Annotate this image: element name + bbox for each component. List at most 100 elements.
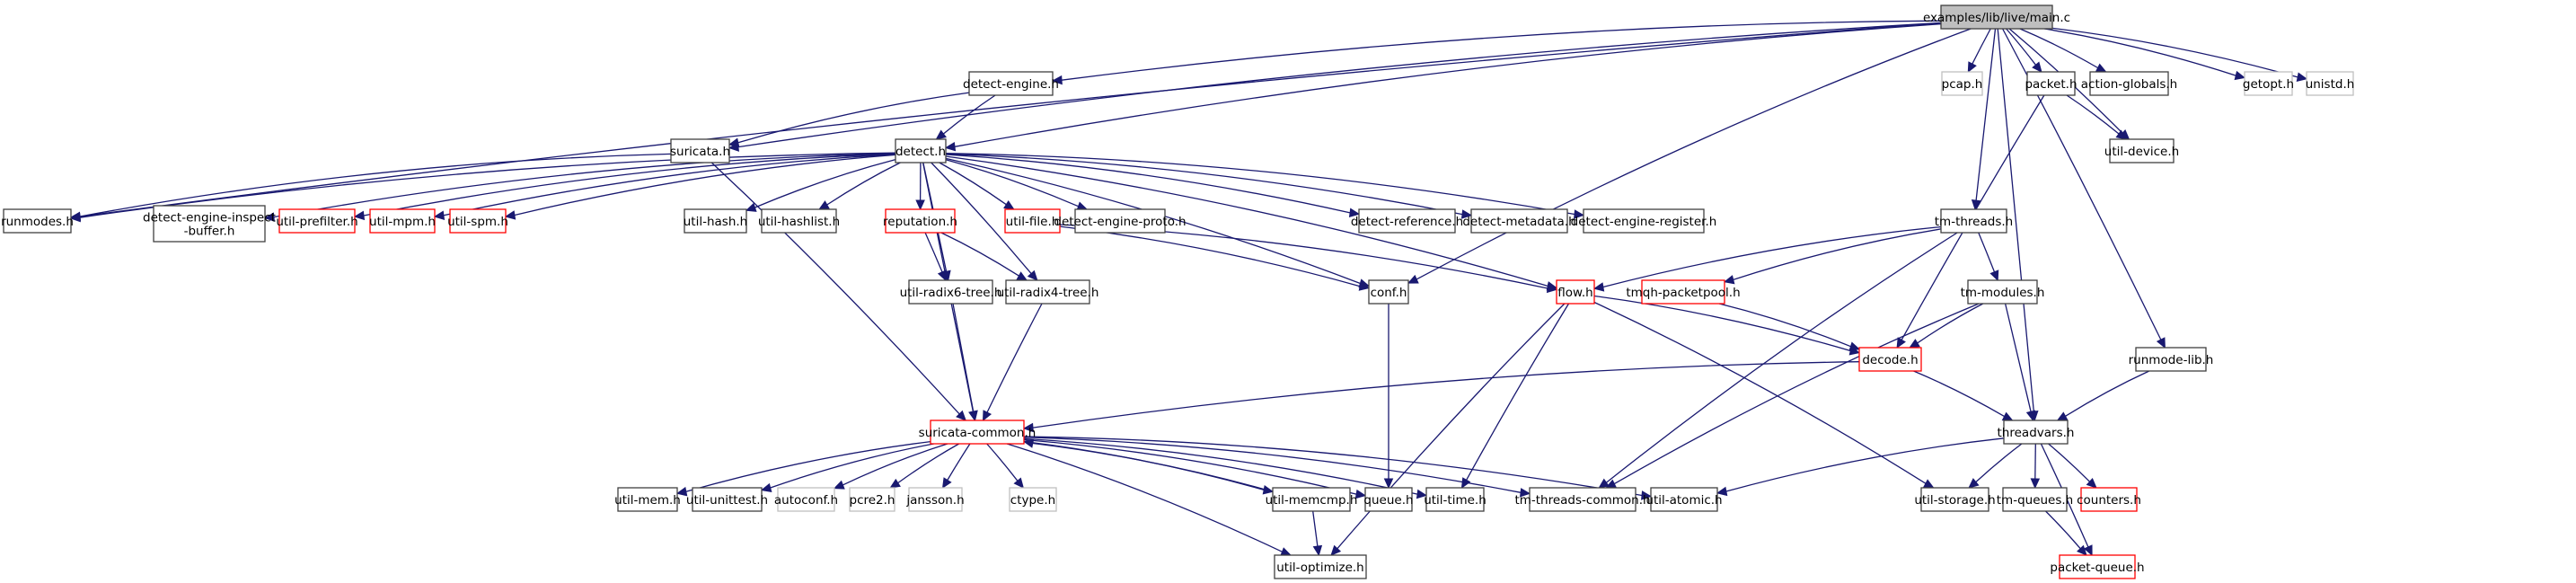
node-main[interactable]: examples/lib/live/main.c <box>1923 4 2070 30</box>
node-suricata-common[interactable]: suricata-common.h <box>919 420 1037 445</box>
arrowhead-icon <box>728 137 740 147</box>
node-action-globals[interactable]: action-globals.h <box>2081 71 2177 96</box>
node-util-hashlist[interactable]: util-hashlist.h <box>758 208 840 234</box>
arrowhead-icon <box>818 200 830 210</box>
node-deib[interactable]: detect-engine-inspect-buffer.h <box>143 205 276 243</box>
node-packet-queue[interactable]: packet-queue.h <box>2050 554 2145 579</box>
node-dref[interactable]: detect-reference.h <box>1351 208 1463 234</box>
node-util-spm[interactable]: util-spm.h <box>447 208 508 234</box>
node-label: util-hash.h <box>684 215 748 229</box>
node-pcap: pcap.h <box>1941 71 1983 96</box>
node-box <box>617 487 678 512</box>
arrowhead-icon <box>968 410 978 422</box>
edge-line <box>2065 370 2150 417</box>
node-util-unittest[interactable]: util-unittest.h <box>686 487 768 512</box>
node-tm-threads[interactable]: tm-threads.h <box>1935 208 2013 234</box>
node-util-mem[interactable]: util-mem.h <box>614 487 681 512</box>
node-reputation[interactable]: reputation.h <box>883 208 957 234</box>
node-detect-engine[interactable]: detect-engine.h <box>963 71 1059 96</box>
node-label: action-globals.h <box>2081 77 2177 92</box>
node-box <box>278 208 356 234</box>
arrowhead-icon <box>1348 208 1361 217</box>
node-dep[interactable]: detect-engine-proto.h <box>1054 208 1187 234</box>
node-box <box>777 487 835 512</box>
node-tm-threads-common[interactable]: tm-threads-common.h <box>1514 487 1651 512</box>
node-box <box>2003 420 2069 445</box>
node-label: util-prefilter.h <box>276 215 357 229</box>
edge-threadvars-to-tm_queues <box>2030 443 2041 490</box>
node-util-optimize[interactable]: util-optimize.h <box>1274 554 1367 579</box>
node-decode[interactable]: decode.h <box>1858 347 1922 372</box>
edge-conf-to-queue <box>1383 304 1394 490</box>
node-label: flow.h <box>1557 286 1592 300</box>
node-queue[interactable]: queue.h <box>1363 487 1414 512</box>
node-label: getopt.h <box>2243 77 2294 92</box>
node-label: counters.h <box>2077 493 2141 508</box>
edge-line <box>1593 295 1851 352</box>
node-flow[interactable]: flow.h <box>1556 279 1595 305</box>
edge-line <box>2048 443 2090 482</box>
node-radix4[interactable]: util-radix4-tree.h <box>997 279 1099 305</box>
node-packet[interactable]: packet.h <box>2025 71 2078 96</box>
edge-line <box>737 92 970 144</box>
nodes-layer: examples/lib/live/main.c detect-engine.h s… <box>1 4 2355 579</box>
node-label: threadvars.h <box>1998 426 2075 440</box>
node-runmodes[interactable]: runmodes.h <box>1 208 74 234</box>
node-runmode-lib[interactable]: runmode-lib.h <box>2129 347 2214 372</box>
arrowhead-icon <box>1027 269 1038 281</box>
node-box <box>1967 279 2038 305</box>
node-label: unistd.h <box>2306 77 2355 92</box>
arrowhead-icon <box>760 482 772 493</box>
arrowhead-icon <box>433 210 446 221</box>
node-box <box>449 208 507 234</box>
node-dmeta[interactable]: detect-metadata.h <box>1462 208 1576 234</box>
node-util-time[interactable]: util-time.h <box>1424 487 1486 512</box>
node-box <box>1274 554 1367 579</box>
edge-main-to-getopt <box>2043 28 2246 81</box>
node-util-mpm[interactable]: util-mpm.h <box>369 208 436 234</box>
node-threadvars[interactable]: threadvars.h <box>1998 420 2075 445</box>
edge-line <box>1605 232 1958 483</box>
node-util-hash[interactable]: util-hash.h <box>684 208 748 234</box>
node-jansson: jansson.h <box>905 487 965 512</box>
node-dreg[interactable]: detect-engine-register.h <box>1571 208 1717 234</box>
arrowhead-icon <box>675 486 688 497</box>
node-box <box>1641 279 1725 305</box>
node-counters[interactable]: counters.h <box>2077 487 2141 512</box>
node-radix6[interactable]: util-radix6-tree.h <box>900 279 1002 305</box>
node-suricata[interactable]: suricata.h <box>670 138 730 163</box>
node-util-atomic[interactable]: util-atomic.h <box>1645 487 1723 512</box>
edge-line <box>2051 27 2298 78</box>
node-label: detect-engine-register.h <box>1571 215 1717 229</box>
edge-main-to-runmodes <box>69 22 1942 222</box>
node-util-memcmp[interactable]: util-memcmp.h <box>1266 487 1358 512</box>
node-label: ctype.h <box>1010 493 1055 508</box>
node-util-file[interactable]: util-file.h <box>1004 208 1061 234</box>
edge-suricata_common-to-util_atomic <box>1023 436 1653 500</box>
node-label: packet-queue.h <box>2050 561 2144 575</box>
node-util-device[interactable]: util-device.h <box>2104 138 2179 163</box>
edge-tm_modules-to-decode <box>1909 303 1984 349</box>
node-util-prefilter[interactable]: util-prefilter.h <box>276 208 358 234</box>
node-label: detect.h <box>895 145 946 159</box>
node-conf[interactable]: conf.h <box>1368 279 1409 305</box>
node-tm-modules[interactable]: tm-modules.h <box>1961 279 2045 305</box>
node-tm-queues[interactable]: tm-queues.h <box>1997 487 2074 512</box>
node-label: detect-metadata.h <box>1462 215 1575 229</box>
edge-detect-to-util_file <box>939 162 1015 210</box>
edge-line <box>942 94 996 135</box>
arrowhead-icon <box>1989 269 1999 282</box>
edge-line <box>1997 28 2034 412</box>
arrowhead-icon <box>941 477 952 490</box>
edge-main-to-detect_engine <box>1051 20 1942 85</box>
node-detect[interactable]: detect.h <box>895 138 947 163</box>
edge-main-to-packet <box>2006 28 2042 73</box>
node-util-storage[interactable]: util-storage.h <box>1914 487 1996 512</box>
node-label: util-radix6-tree.h <box>900 286 1002 300</box>
edge-suricata-to-suricata_common <box>710 162 967 421</box>
edge-line <box>1059 224 1548 289</box>
node-box <box>1529 487 1636 512</box>
node-box <box>1650 487 1718 512</box>
node-tmqh[interactable]: tmqh-packetpool.h <box>1626 279 1741 305</box>
